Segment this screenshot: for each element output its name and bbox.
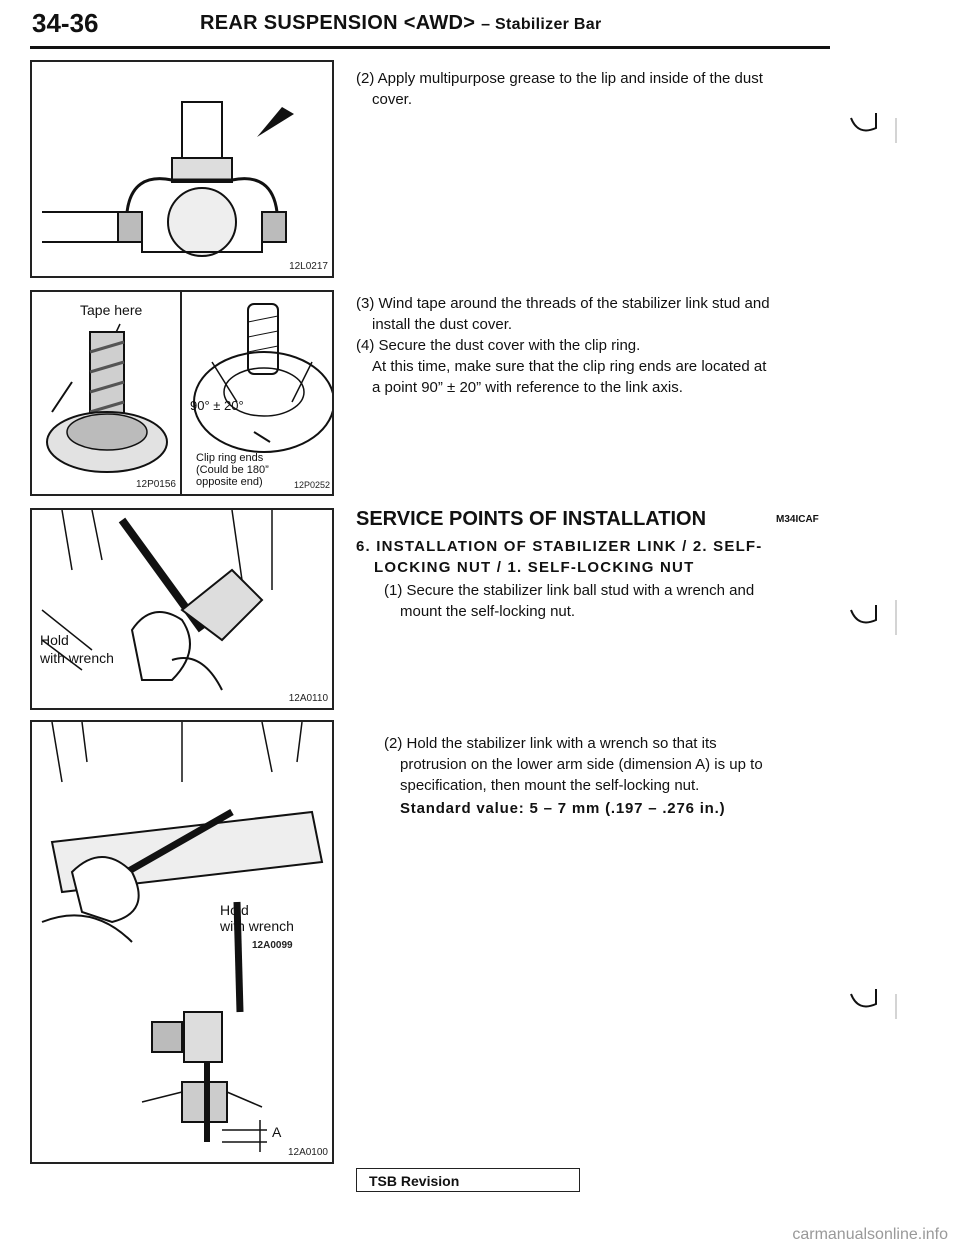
title-main: REAR SUSPENSION <AWD> xyxy=(200,12,476,34)
figure-code: 12A0099 xyxy=(252,940,293,951)
figure-hold-wrench-2: Hold with wrench 12A0099 A 12A0100 xyxy=(30,720,334,1164)
figure-code-2: 12A0100 xyxy=(287,1147,328,1158)
with-wrench-label: with wrench xyxy=(220,918,294,934)
binding-mark-1 xyxy=(850,113,897,143)
sub-step-1-line1: (1) Secure the stabilizer link ball stud… xyxy=(384,582,755,599)
dimension-a-label: A xyxy=(272,1124,282,1140)
step-4-line3: a point 90” ± 20” with reference to the … xyxy=(372,379,683,396)
tape-here-label: Tape here xyxy=(80,302,143,318)
sub-step-2-line1: (2) Hold the stabilizer link with a wren… xyxy=(384,735,717,752)
with-wrench-label: with wrench xyxy=(40,650,114,666)
title-sub: – Stabilizer Bar xyxy=(481,16,602,33)
step-title-line2: LOCKING NUT / 1. SELF-LOCKING NUT xyxy=(374,559,695,576)
figure-dust-cover: 12L0217 xyxy=(30,60,334,278)
sub-step-1-line2: mount the self-locking nut. xyxy=(400,603,576,620)
header-rule xyxy=(30,46,830,49)
angle-label: 90° ± 20° xyxy=(190,398,244,413)
hold-label: Hold xyxy=(40,632,69,648)
tape-drawing xyxy=(46,323,168,473)
binding-mark-2 xyxy=(850,600,897,635)
step-title-line1: 6. INSTALLATION OF STABILIZER LINK / 2. … xyxy=(356,538,763,555)
page-number: 34-36 xyxy=(32,8,99,38)
step-4-line2: At this time, make sure that the clip ri… xyxy=(372,358,767,375)
hold-label: Hold xyxy=(220,902,249,918)
figure-code: 12P0156 xyxy=(135,479,176,490)
section-code: M34ICAF xyxy=(776,514,819,525)
figure-code: 12P0252 xyxy=(293,480,330,490)
clip-caption-2: (Could be 180” xyxy=(196,464,269,476)
clip-caption-3: opposite end) xyxy=(196,476,263,488)
step-3-line2: install the dust cover. xyxy=(372,316,513,333)
clip-ring-drawing xyxy=(193,303,332,453)
figure-clip-ring: 90° ± 20° Clip ring ends (Could be 180” … xyxy=(180,290,334,496)
sub-step-2-line2: protrusion on the lower arm side (dimens… xyxy=(400,756,763,773)
clip-caption-1: Clip ring ends xyxy=(196,452,264,464)
sub-step-2-line3: specification, then mount the self-locki… xyxy=(400,777,700,794)
step-2-line2: cover. xyxy=(372,91,413,108)
figure-code: 12L0217 xyxy=(289,261,328,272)
step-2-line1: (2) Apply multipurpose grease to the lip… xyxy=(356,70,763,87)
tsb-revision-box: TSB Revision xyxy=(356,1168,580,1192)
page-title: REAR SUSPENSION <AWD> – Stabilizer Bar xyxy=(200,12,602,35)
section-title: SERVICE POINTS OF INSTALLATION xyxy=(356,508,707,530)
standard-value: Standard value: 5 – 7 mm (.197 – .276 in… xyxy=(400,800,726,817)
wrench-drawing-1 xyxy=(41,510,273,691)
watermark: carmanualsonline.info xyxy=(792,1226,948,1243)
wrench-drawing-2 xyxy=(41,722,324,1152)
figure-tape-here: Tape here 12P0156 xyxy=(30,290,184,496)
binding-mark-3 xyxy=(850,989,897,1019)
step-4-line1: (4) Secure the dust cover with the clip … xyxy=(356,337,641,354)
figure-hold-wrench-1: Hold with wrench 12A0110 xyxy=(30,508,334,710)
figure-code: 12A0110 xyxy=(288,693,328,704)
dust-cover-drawing xyxy=(42,101,294,257)
step-3-line1: (3) Wind tape around the threads of the … xyxy=(356,295,770,312)
